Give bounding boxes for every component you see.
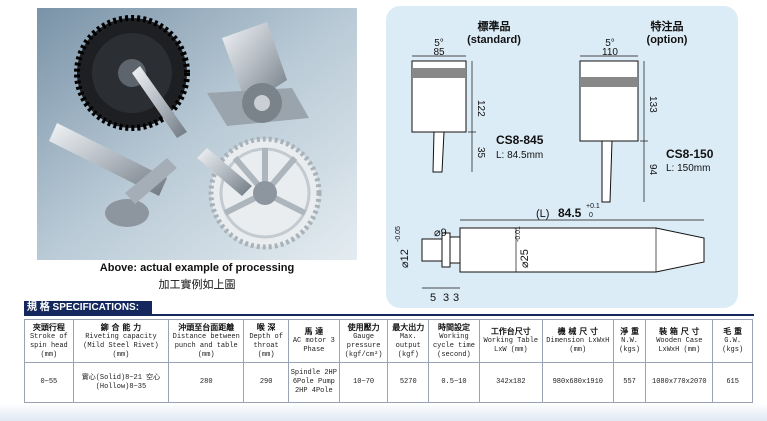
column-header-zh: 馬 達 — [304, 327, 324, 336]
column-header-en: Max. output (kgf) — [395, 332, 421, 359]
length-label: (L) — [536, 208, 549, 220]
length-tolerance-lower: 0 — [589, 212, 593, 219]
column-header-en: Stroke of spin head (mm) — [29, 332, 68, 359]
table-cell: 342x182 — [478, 362, 543, 403]
column-header-en: Distance between punch and table (mm) — [172, 332, 240, 359]
column-header-en: Wooden Case LxWxH (mm) — [656, 337, 703, 354]
column-header-en: G.W. (kgs) — [722, 337, 744, 354]
table-cell: Spindle 2HP 6Pole Pump 2HP 4Pole — [287, 362, 340, 403]
option-label-zh: 特注品 — [651, 19, 684, 33]
column-header-en: Working Table LxW (mm) — [483, 337, 539, 354]
standard-model: CS8-845 — [496, 133, 544, 147]
standard-angle: 5° — [434, 38, 444, 49]
dim-2: 3 — [443, 292, 449, 304]
photo-caption-english: Above: actual example of processing — [99, 262, 295, 274]
standard-width: 85 — [433, 47, 445, 58]
footer-band — [0, 403, 767, 421]
table-cell: 980x680x1910 — [541, 362, 614, 403]
option-height-tip: 94 — [647, 164, 658, 176]
table-cell: 290 — [243, 362, 289, 403]
option-label-en: (option) — [647, 34, 688, 46]
option-model: CS8-150 — [666, 147, 714, 161]
black-chainring — [74, 15, 190, 138]
body-diameter: ⌀25 — [519, 249, 531, 268]
side-view-drawing: (L) 84.5 +0.1 0 ⌀9 ⌀12 -0.05 ⌀25 -0.01 5… — [395, 203, 705, 304]
option-height-body: 133 — [647, 96, 658, 113]
table-cell: 10~70 — [338, 362, 389, 403]
column-header-zh: 沖頭至台面距離 — [178, 322, 235, 332]
table-cell: 0.5~10 — [428, 362, 480, 403]
column-header-en: AC motor 3 Phase — [292, 337, 335, 354]
specifications-title: 規 格 SPECIFICATIONS: — [24, 301, 152, 315]
standard-height-body: 122 — [475, 100, 486, 117]
standard-height-tip: 35 — [475, 147, 486, 159]
silver-crank — [49, 123, 177, 227]
product-photo — [37, 8, 357, 260]
small-diameter: ⌀9 — [434, 227, 447, 239]
length-value: 84.5 — [558, 206, 582, 220]
option-tool-drawing: 5° 110 133 94 CS8-150 L: 150mm — [579, 38, 714, 203]
specifications-rule — [24, 314, 754, 316]
column-header-zh: 工作台尺寸 — [490, 327, 531, 336]
option-angle: 5° — [605, 38, 615, 49]
column-header-zh: 時間設定 — [437, 322, 470, 332]
column-header-zh: 使用壓力 — [347, 322, 380, 332]
table-cell: 5270 — [387, 362, 430, 403]
column-header-en: Gauge pressure (kgf/cm²) — [344, 332, 383, 359]
column-header-en: Riveting capacity (Mild Steel Rivet) (mm… — [83, 332, 159, 359]
body-diameter-tolerance: -0.01 — [515, 226, 522, 242]
metal-bracket — [207, 22, 309, 126]
column-header-en: Dimension LxWxH (mm) — [546, 337, 610, 354]
column-header-zh: 最大出力 — [392, 322, 425, 332]
length-tolerance-upper: +0.1 — [586, 203, 600, 210]
column-header-zh: 鉚 合 能 力 — [100, 322, 142, 332]
column-header-en: N.W. (kgs) — [619, 337, 641, 354]
option-width: 110 — [602, 47, 618, 58]
column-header-zh: 淨 重 — [620, 327, 639, 336]
standard-length: L: 84.5mm — [496, 150, 543, 161]
table-cell: 實心(Solid)8~21 空心(Hollow)8~35 — [72, 362, 170, 403]
table-cell: 280 — [168, 362, 245, 403]
tip-diameter: ⌀12 — [399, 249, 411, 268]
standard-tool-drawing: 5° 85 122 35 CS8-845 L: 84.5mm — [411, 38, 544, 173]
table-cell: 1080x770x2070 — [645, 362, 714, 403]
table-cell: 0~55 — [24, 362, 74, 403]
column-header-zh: 毛 重 — [723, 327, 743, 336]
standard-label-zh: 標準品 — [478, 19, 511, 33]
option-length: L: 150mm — [666, 163, 710, 174]
column-header-zh: 機 械 尺 寸 — [557, 327, 598, 336]
table-cell: 557 — [612, 362, 647, 403]
column-header-zh: 裝 箱 尺 寸 — [659, 327, 700, 336]
standard-label-en: (standard) — [467, 34, 521, 46]
dim-1: 5 — [430, 292, 436, 304]
tip-diameter-tolerance: -0.05 — [395, 226, 402, 242]
silver-chainring — [197, 136, 322, 250]
table-cell: 615 — [712, 362, 753, 403]
column-header-zh: 夾頭行程 — [32, 322, 65, 332]
column-header-en: Working cycle time (second) — [432, 332, 475, 359]
column-header-en: Depth of throat (mm) — [249, 332, 283, 359]
photo-caption-chinese: 加工實例如上圖 — [158, 279, 236, 291]
dim-3: 3 — [453, 292, 459, 304]
technical-drawing: 標準品 (standard) 特注品 (option) 5° 85 122 35… — [386, 6, 738, 308]
column-header-zh: 喉 深 — [256, 322, 276, 332]
